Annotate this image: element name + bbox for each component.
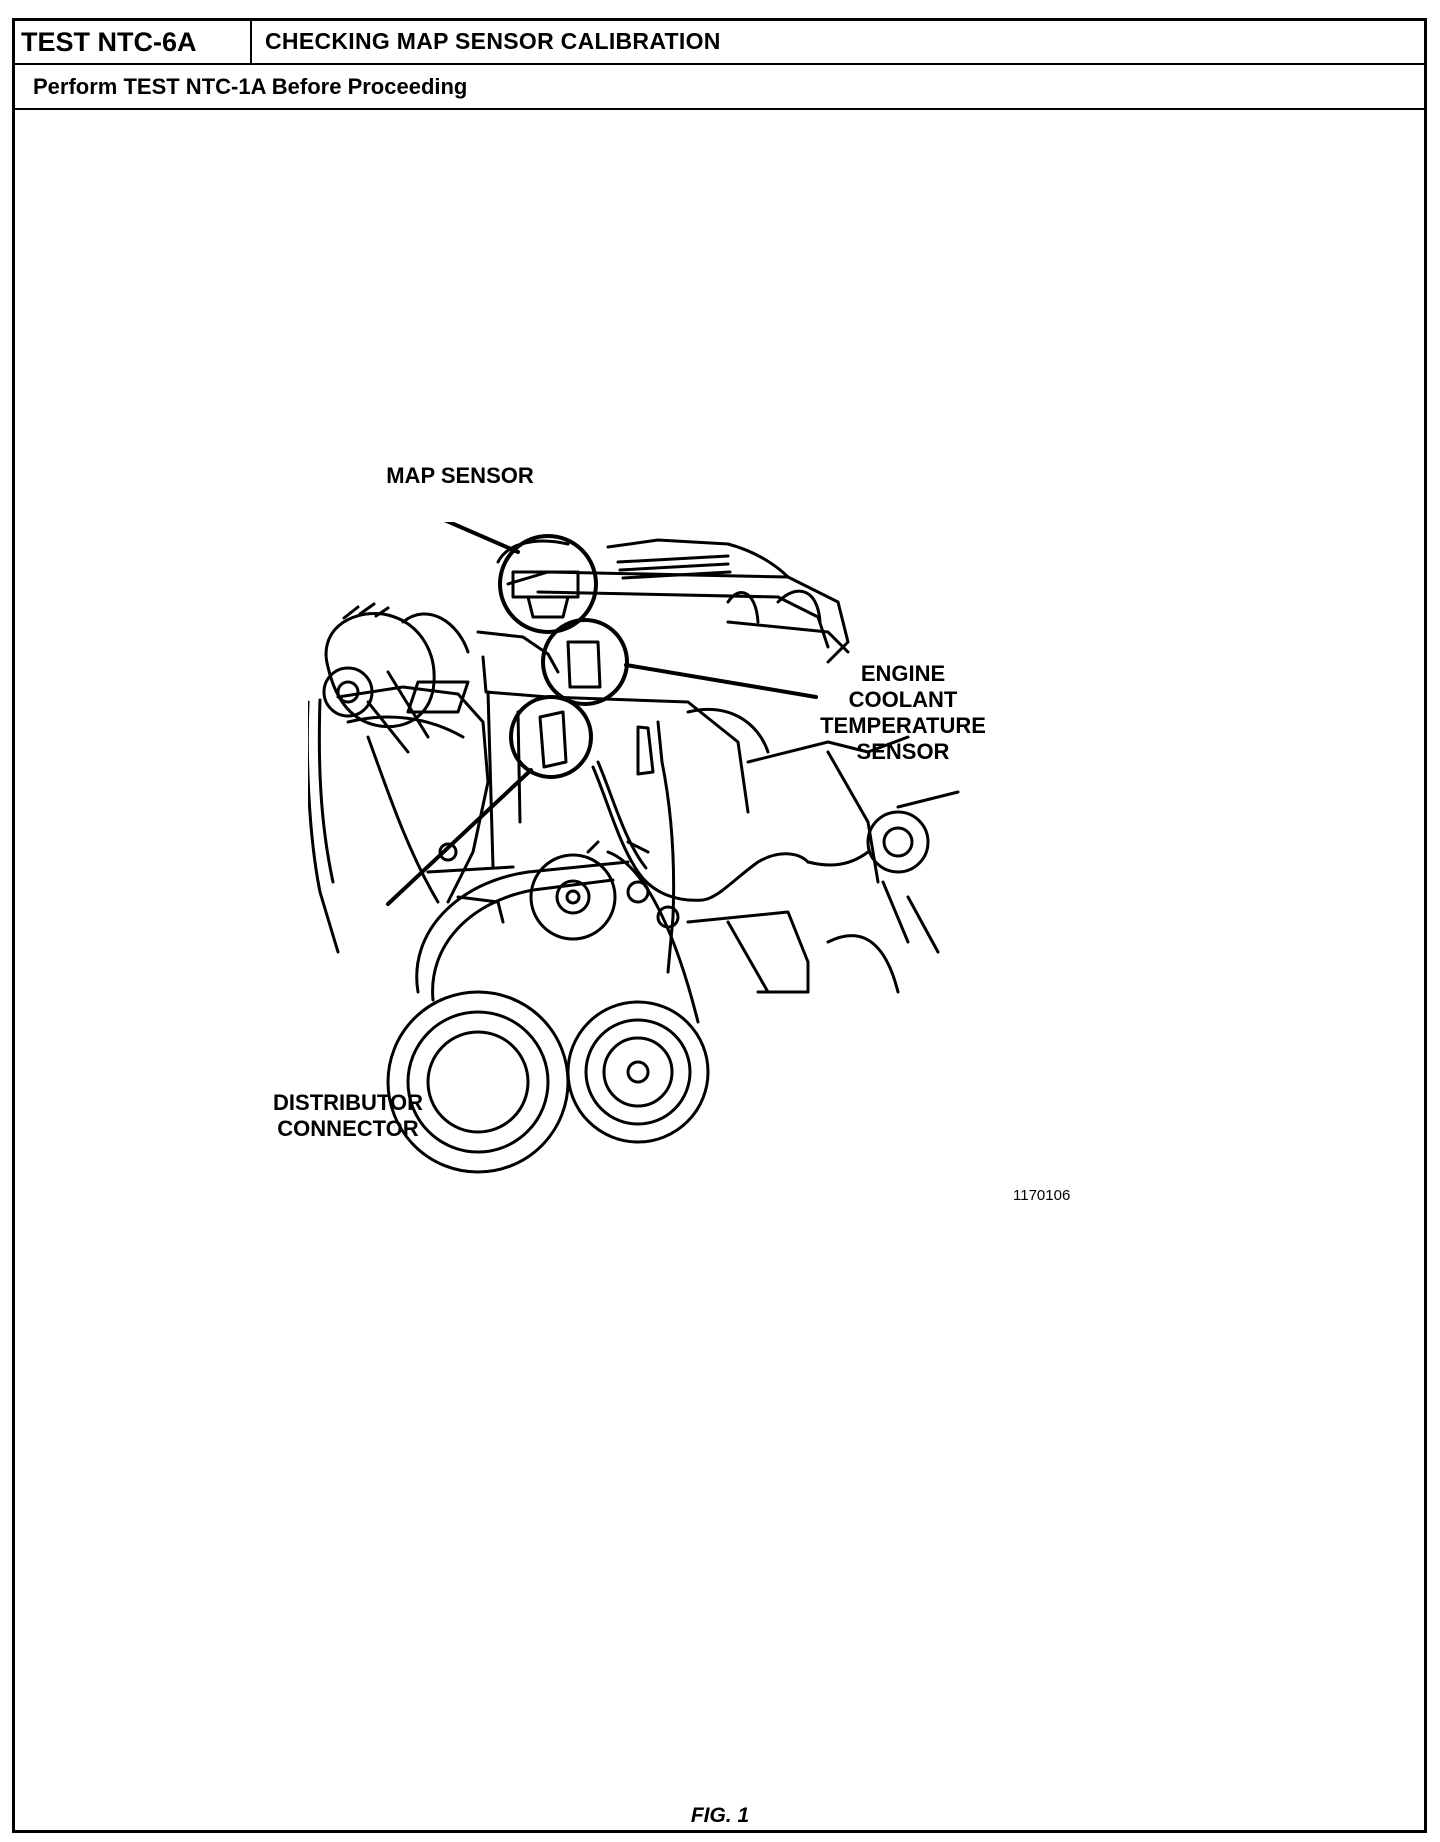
figure-caption: FIG. 1 (690, 1804, 750, 1827)
map-sensor-leader-line (443, 522, 520, 554)
map-sensor-label: MAP SENSOR (386, 463, 534, 488)
coolant-sensor-leader-line (624, 663, 818, 699)
engine-block-drawing (308, 630, 960, 954)
figure-number: 1170106 (1013, 1187, 1071, 1204)
test-id: TEST NTC-6A (15, 21, 252, 63)
pulley-belt-drawing (386, 840, 900, 1174)
engine-illustration (308, 522, 960, 1174)
wiring-harness-drawing (591, 720, 940, 974)
distributor-connector-detail-circle (509, 695, 593, 779)
engine-diagram: MAP SENSOR ENGINE COOLANT TEMPERATURE SE… (273, 463, 1108, 1212)
header-row: TEST NTC-6A CHECKING MAP SENSOR CALIBRAT… (15, 21, 1424, 65)
page-frame: TEST NTC-6A CHECKING MAP SENSOR CALIBRAT… (12, 18, 1427, 1833)
coolant-sensor-label: ENGINE COOLANT TEMPERATURE SENSOR (820, 661, 986, 764)
coolant-sensor-detail-circle (541, 618, 629, 706)
intake-manifold-drawing (496, 538, 850, 664)
prerequisite-note: Perform TEST NTC-1A Before Proceeding (15, 63, 1424, 110)
distributor-connector-leader-line (386, 768, 533, 906)
distributor-drawing (426, 842, 515, 924)
map-sensor-detail-circle (498, 534, 598, 634)
distributor-connector-label: DISTRIBUTOR CONNECTOR (273, 1090, 423, 1141)
test-title: CHECKING MAP SENSOR CALIBRATION (265, 28, 721, 54)
